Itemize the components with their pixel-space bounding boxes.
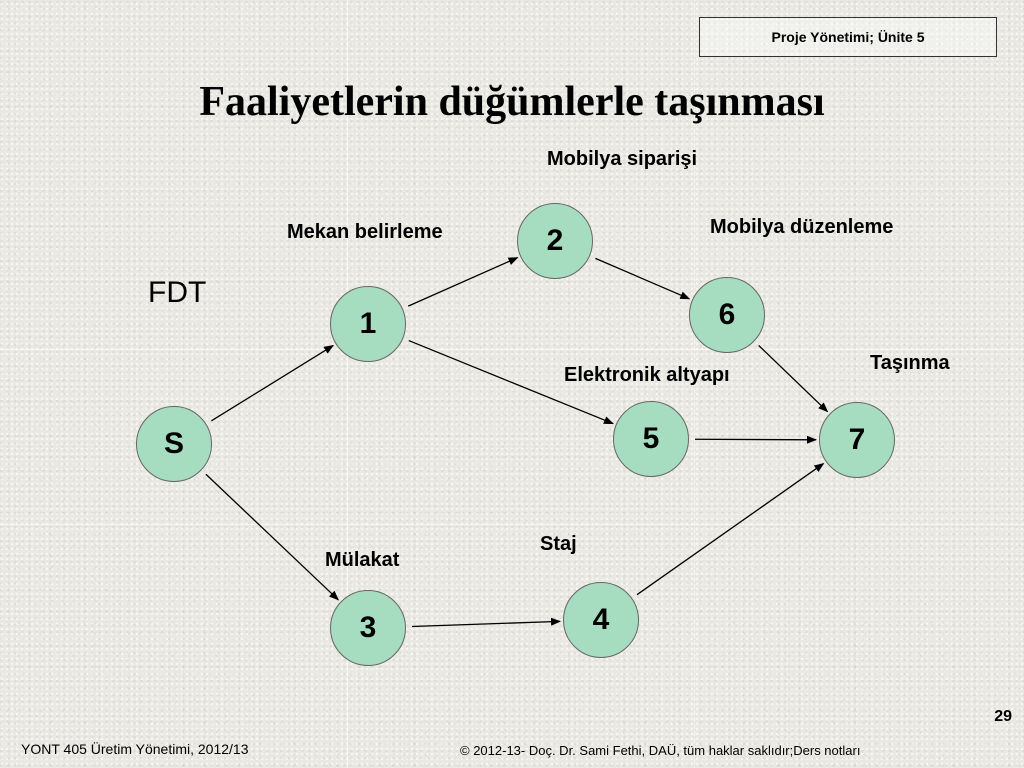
slide-title: Faaliyetlerin düğümlerle taşınması (199, 79, 825, 125)
arrow-6-to-7 (758, 345, 829, 413)
background-gridline (347, 0, 348, 768)
arrow-S-to-3 (205, 473, 339, 601)
background-gridline (0, 349, 1024, 350)
arrow-4-to-7 (636, 463, 825, 596)
fdt-label: FDT (148, 276, 207, 309)
arrow-1-to-2 (407, 257, 519, 307)
label-mobilya-siparisi: Mobilya siparişi (547, 148, 698, 170)
arrow-1-to-5 (408, 339, 614, 425)
node-6: 6 (689, 277, 765, 353)
node-7: 7 (819, 402, 895, 478)
header-box: Proje Yönetimi; Ünite 5 (699, 17, 997, 57)
node-1: 1 (330, 286, 406, 362)
header-text: Proje Yönetimi; Ünite 5 (771, 29, 925, 45)
node-3: 3 (330, 590, 406, 666)
arrow-3-to-4 (411, 617, 562, 628)
label-elektronik-altyapi: Elektronik altyapı (564, 364, 730, 386)
arrow-S-to-1 (211, 345, 334, 422)
background-gridline (0, 524, 1024, 525)
page-number: 29 (994, 708, 1012, 725)
footer-course: YONT 405 Üretim Yönetimi, 2012/13 (21, 741, 249, 757)
label-mobilya-duzenleme: Mobilya düzenleme (710, 216, 894, 238)
node-2: 2 (517, 203, 593, 279)
node-4: 4 (563, 582, 639, 658)
arrow-2-to-6 (595, 257, 691, 300)
label-mekan-belirleme: Mekan belirleme (287, 221, 443, 243)
label-tasinma: Taşınma (870, 352, 950, 374)
label-mulakat: Mülakat (325, 549, 400, 571)
footer-copyright: © 2012-13- Doç. Dr. Sami Fethi, DAÜ, tüm… (460, 743, 861, 758)
background-gridline (694, 0, 695, 768)
node-s: S (136, 406, 212, 482)
arrow-5-to-7 (694, 435, 818, 444)
label-staj: Staj (540, 533, 577, 555)
node-5: 5 (613, 401, 689, 477)
